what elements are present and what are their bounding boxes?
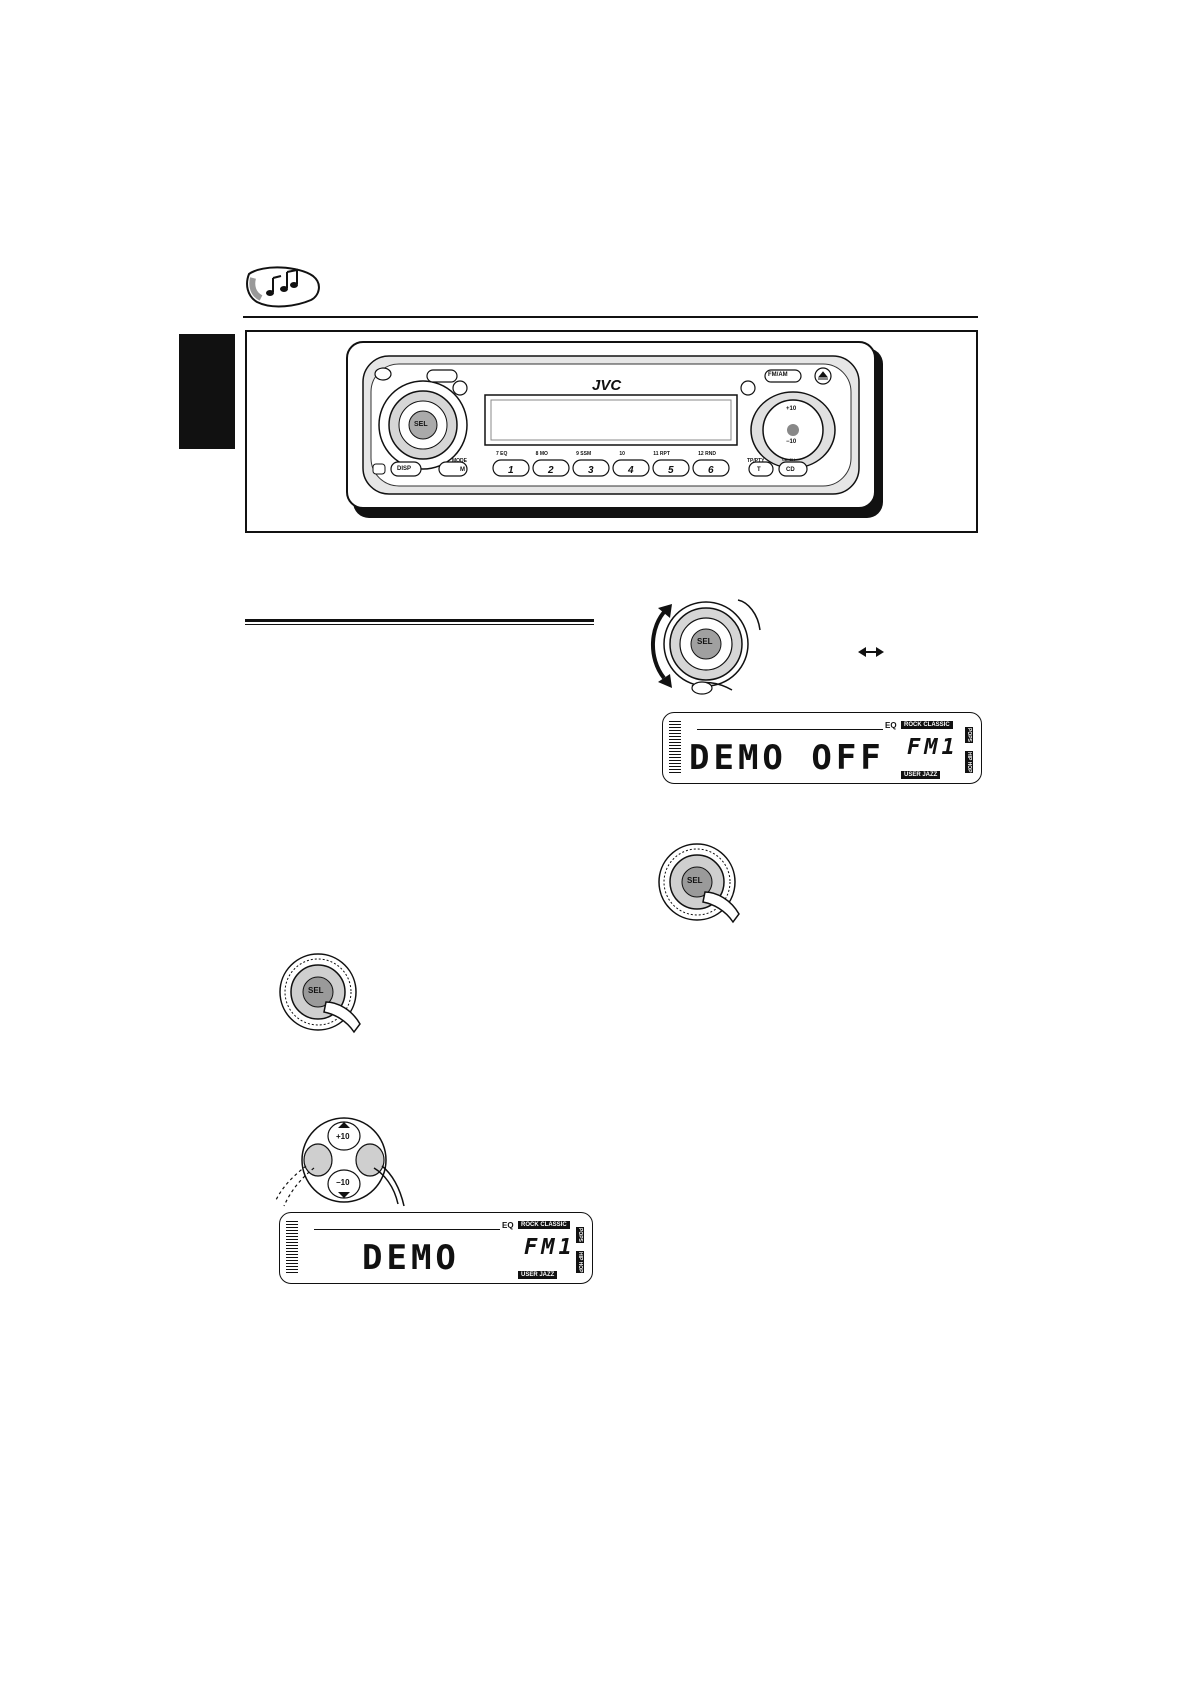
music-note-icon xyxy=(246,266,320,308)
sel-knob-rotate-label: SEL xyxy=(697,637,713,646)
minus10-button[interactable]: −10 xyxy=(786,439,797,445)
preset-button-6[interactable]: 6 xyxy=(708,465,714,476)
side-indicator-top: POPS xyxy=(576,1227,584,1243)
sel-knob-label-2: SEL xyxy=(687,876,703,885)
fm-am-button[interactable]: FM/AM xyxy=(768,372,788,378)
sel-knob-label: SEL xyxy=(308,986,324,995)
faceplate-frame xyxy=(245,330,978,533)
demo-display: DEMO EQ ROCK CLASSIC FM1 USER JAZZ POPS … xyxy=(279,1212,593,1284)
sel-knob-press-illustration-2 xyxy=(658,843,740,924)
level-meter xyxy=(286,1221,298,1275)
car-receiver-faceplate xyxy=(346,341,883,518)
double-arrow-icon xyxy=(858,647,884,657)
preset-functions-row: 7 EQ 8 MO 9 SSM 10 11 RPT 12 RND xyxy=(496,451,716,457)
level-meter xyxy=(669,721,681,775)
sel-knob-rotate-illustration xyxy=(650,599,761,695)
plus10-button[interactable]: +10 xyxy=(786,406,797,412)
mode-indicators-bottom: USER JAZZ xyxy=(518,1271,558,1279)
cd-ch-label: CD-CH xyxy=(782,457,795,462)
header-rule xyxy=(243,316,978,318)
preset-button-4[interactable]: 4 xyxy=(628,465,634,476)
preset-function-label: 7 EQ xyxy=(496,451,508,457)
cd-button[interactable]: CD xyxy=(786,467,795,473)
preset-function-label: 11 RPT xyxy=(653,451,670,457)
demo-off-main-text: DEMO OFF xyxy=(689,738,885,778)
eq-indicator: EQ xyxy=(502,1221,514,1230)
side-indicator-bottom: HIP HOP xyxy=(965,751,973,774)
mode-indicators-top: ROCK CLASSIC xyxy=(901,721,953,729)
preset-button-1[interactable]: 1 xyxy=(508,465,514,476)
source-indicator: FM1 xyxy=(524,1235,576,1260)
spectrum-bar xyxy=(314,1225,500,1230)
demo-off-display: DEMO OFF EQ ROCK CLASSIC FM1 USER JAZZ P… xyxy=(662,712,982,784)
side-indicator-bottom: HIP HOP xyxy=(576,1251,584,1274)
section-rule xyxy=(245,619,594,625)
spectrum-bar xyxy=(697,725,883,730)
t-button[interactable]: T xyxy=(757,467,761,473)
dpad-press-illustration xyxy=(275,1117,405,1207)
minus10-label: −10 xyxy=(336,1178,350,1187)
disp-button[interactable]: DISP xyxy=(397,466,412,472)
sel-knob-press-illustration xyxy=(279,953,361,1034)
mode-indicators-bottom: USER JAZZ xyxy=(901,771,941,779)
preset-function-label: 12 RND xyxy=(698,451,716,457)
language-tab xyxy=(179,334,235,449)
eq-indicator: EQ xyxy=(885,721,897,730)
side-indicator-top: POPS xyxy=(965,727,973,743)
brand-logo: JVC xyxy=(592,377,622,394)
m-button[interactable]: M xyxy=(460,467,465,473)
preset-function-label: 10 xyxy=(619,451,625,457)
source-indicator: FM1 xyxy=(907,735,959,760)
tp-pty-label: TP/PTY xyxy=(747,458,765,464)
sel-button[interactable]: SEL xyxy=(414,421,428,428)
preset-button-3[interactable]: 3 xyxy=(588,465,594,476)
preset-button-5[interactable]: 5 xyxy=(668,465,674,476)
preset-function-label: 9 SSM xyxy=(576,451,592,457)
mode-label: MODE xyxy=(452,458,467,464)
preset-function-label: 8 MO xyxy=(535,451,548,457)
preset-button-2[interactable]: 2 xyxy=(548,465,554,476)
mode-indicators-top: ROCK CLASSIC xyxy=(518,1221,570,1229)
demo-main-text: DEMO xyxy=(362,1238,460,1278)
plus10-label: +10 xyxy=(336,1132,350,1141)
